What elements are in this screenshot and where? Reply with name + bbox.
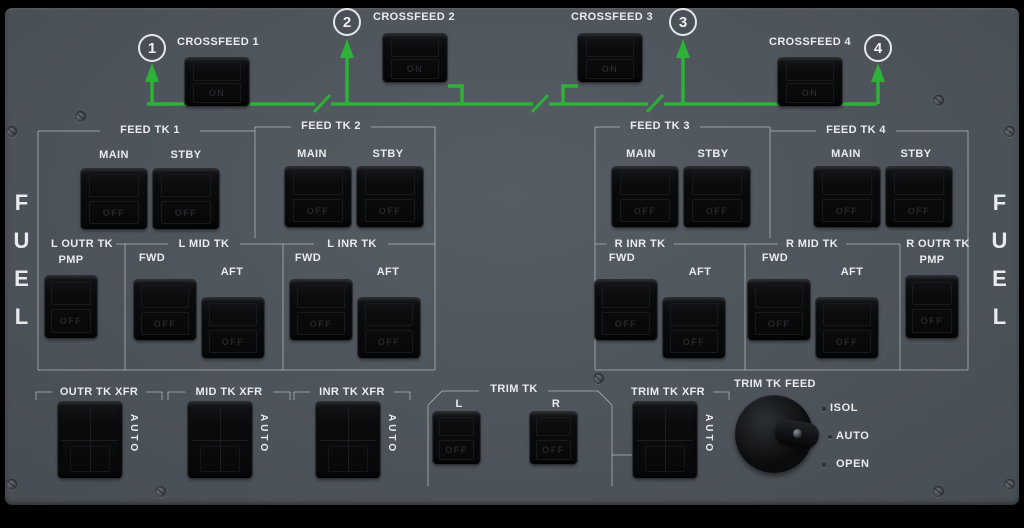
r-mid-tk-aft-label: AFT [840, 266, 864, 278]
crossfeed-2-number: 2 [333, 8, 361, 36]
outr-tk-xfr-label: OUTR TK XFR [59, 386, 139, 398]
r-inr-tk-aft-label: AFT [688, 266, 712, 278]
mid-tk-xfr-button[interactable] [188, 402, 252, 478]
r-inr-tk-fwd-label: FWD [608, 252, 636, 264]
feed-tk3-label: FEED TK 3 [630, 120, 690, 132]
feed-tk3-stby-label: STBY [697, 148, 729, 160]
screw [593, 373, 604, 384]
crossfeed-3-button[interactable]: ON [578, 34, 642, 82]
trim-feed-position-isol: ISOL [830, 402, 859, 414]
r-mid-tk-fwd-label: FWD [761, 252, 789, 264]
trim-feed-tick-isol [822, 407, 826, 411]
crossfeed-4-label: CROSSFEED 4 [768, 36, 852, 48]
trim-tk-xfr-label: TRIM TK XFR [630, 386, 706, 398]
crossfeed-4-button[interactable]: ON [778, 58, 842, 106]
screw [75, 111, 86, 122]
feed-tk4-label: FEED TK 4 [826, 124, 886, 136]
screw [6, 126, 17, 137]
screw [155, 486, 166, 497]
trim-tk-xfr-button[interactable] [633, 402, 697, 478]
screw [1004, 126, 1015, 137]
l-inr-tk-aft-label: AFT [376, 266, 400, 278]
l-inr-tk-fwd-label: FWD [294, 252, 322, 264]
l-mid-tk-aft-label: AFT [220, 266, 244, 278]
inr-tk-xfr-button[interactable] [316, 402, 380, 478]
feed-tk3-stby-pump-button[interactable]: OFF [684, 167, 750, 227]
feed-tk2-stby-pump-button[interactable]: OFF [357, 167, 423, 227]
l-mid-tk-fwd-pump-button[interactable]: OFF [134, 280, 196, 340]
crossfeed-2-label: CROSSFEED 2 [372, 11, 456, 23]
trim-tk-xfr-auto-label: AUTO [703, 414, 714, 455]
fuel-panel-background [5, 8, 1019, 505]
trim-tk-feed-knob[interactable] [731, 390, 823, 480]
fuel-label-left: FUEL [9, 190, 34, 342]
feed-tk2-label: FEED TK 2 [301, 120, 361, 132]
feed-tk1-main-label: MAIN [99, 149, 129, 161]
crossfeed-3-label: CROSSFEED 3 [570, 11, 654, 23]
r-inr-tk-label: R INR TK [614, 238, 666, 250]
l-outr-tk-pump-button[interactable]: OFF [45, 276, 97, 338]
screw [1004, 479, 1015, 490]
r-outr-tk-pump-button[interactable]: OFF [906, 276, 958, 338]
crossfeed-3-number: 3 [669, 8, 697, 36]
feed-tk3-main-pump-button[interactable]: OFF [612, 167, 678, 227]
l-outr-tk-label: L OUTR TK [50, 238, 114, 250]
l-inr-tk-fwd-pump-button[interactable]: OFF [290, 280, 352, 340]
feed-tk4-stby-pump-button[interactable]: OFF [886, 167, 952, 227]
feed-tk2-stby-label: STBY [372, 148, 404, 160]
feed-tk1-main-pump-button[interactable]: OFF [81, 169, 147, 229]
feed-tk1-stby-label: STBY [170, 149, 202, 161]
feed-tk4-main-pump-button[interactable]: OFF [814, 167, 880, 227]
mid-tk-xfr-auto-label: AUTO [258, 414, 269, 455]
screw [6, 479, 17, 490]
trim-tk-l-label: L [455, 398, 463, 410]
fuel-label-right: FUEL [987, 190, 1012, 342]
l-inr-tk-aft-pump-button[interactable]: OFF [358, 298, 420, 358]
l-outr-tk-pmp-label: PMP [58, 254, 84, 266]
r-mid-tk-fwd-pump-button[interactable]: OFF [748, 280, 810, 340]
crossfeed-1-button[interactable]: ON [185, 58, 249, 106]
trim-feed-position-open: OPEN [836, 458, 870, 470]
inr-tk-xfr-label: INR TK XFR [319, 386, 385, 398]
crossfeed-4-number: 4 [864, 34, 892, 62]
trim-tk-feed-label: TRIM TK FEED [734, 378, 816, 390]
inr-tk-xfr-auto-label: AUTO [386, 414, 397, 455]
trim-feed-tick-open [822, 463, 826, 467]
r-mid-tk-aft-pump-button[interactable]: OFF [816, 298, 878, 358]
mid-tk-xfr-label: MID TK XFR [195, 386, 263, 398]
r-mid-tk-label: R MID TK [785, 238, 839, 250]
crossfeed-1-number: 1 [138, 34, 166, 62]
feed-tk1-label: FEED TK 1 [120, 124, 180, 136]
l-mid-tk-label: L MID TK [178, 238, 230, 250]
feed-tk1-stby-pump-button[interactable]: OFF [153, 169, 219, 229]
feed-tk3-main-label: MAIN [626, 148, 656, 160]
screw [933, 486, 944, 497]
feed-tk4-stby-label: STBY [900, 148, 932, 160]
outr-tk-xfr-auto-label: AUTO [128, 414, 139, 455]
l-mid-tk-aft-pump-button[interactable]: OFF [202, 298, 264, 358]
l-mid-tk-fwd-label: FWD [138, 252, 166, 264]
crossfeed-1-label: CROSSFEED 1 [176, 36, 260, 48]
crossfeed-2-button[interactable]: ON [383, 34, 447, 82]
l-inr-tk-label: L INR TK [327, 238, 377, 250]
feed-tk2-main-pump-button[interactable]: OFF [285, 167, 351, 227]
r-outr-tk-label: R OUTR TK [906, 238, 970, 250]
trim-feed-position-auto: AUTO [836, 430, 870, 442]
trim-tk-feed-knob-indicator [793, 429, 802, 438]
feed-tk4-main-label: MAIN [831, 148, 861, 160]
trim-tk-r-pump-button[interactable]: OFF [530, 412, 577, 464]
r-inr-tk-aft-pump-button[interactable]: OFF [663, 298, 725, 358]
screw [933, 95, 944, 106]
r-inr-tk-fwd-pump-button[interactable]: OFF [595, 280, 657, 340]
outr-tk-xfr-button[interactable] [58, 402, 122, 478]
trim-tk-l-pump-button[interactable]: OFF [433, 412, 480, 464]
trim-tk-label: TRIM TK [490, 383, 538, 395]
trim-feed-tick-auto [828, 435, 832, 439]
r-outr-tk-pmp-label: PMP [919, 254, 945, 266]
trim-tk-r-label: R [551, 398, 561, 410]
feed-tk2-main-label: MAIN [297, 148, 327, 160]
